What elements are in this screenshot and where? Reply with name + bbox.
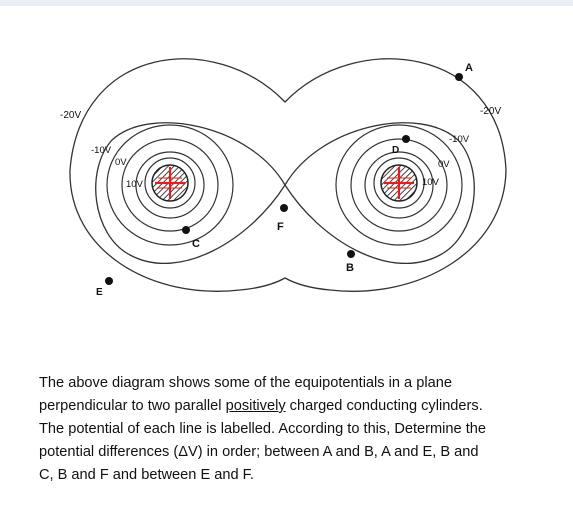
question-line-3: The potential of each line is labelled. …	[39, 421, 486, 437]
left-plus-icon	[155, 167, 185, 199]
right-ring-0v	[350, 138, 448, 232]
left-ring-10v	[135, 151, 205, 219]
left-cylinder-group	[106, 124, 234, 246]
top-strip	[0, 0, 573, 6]
right-ring-minus10v	[335, 124, 463, 246]
point-a-label: A	[465, 62, 473, 74]
label-zero-right: 0V	[438, 159, 450, 170]
point-b: B	[346, 250, 355, 274]
label-zero-left: 0V	[115, 157, 127, 168]
label-outer-left: -20V	[60, 110, 81, 121]
equipotential-diagram: -20V -20V -10V -10V 0V 0V 10V 10V A D C …	[60, 58, 507, 298]
right-plus-icon	[384, 167, 414, 199]
left-ring-0v	[121, 138, 219, 232]
point-b-label: B	[346, 262, 354, 274]
right-cylinder-group	[335, 124, 463, 246]
question-line-4: potential differences (ΔV) in order; bet…	[39, 444, 479, 460]
label-inner-right: 10V	[422, 177, 440, 188]
equipotential-minus20v	[69, 58, 507, 292]
question-line-2a: perpendicular to two parallel	[39, 398, 226, 414]
question-line-5: C, B and F and between E and F.	[39, 467, 254, 483]
question-line-1: The above diagram shows some of the equi…	[39, 375, 452, 391]
point-d: D	[392, 135, 410, 156]
equipotential-figure-eight	[95, 122, 475, 265]
point-f-label: F	[277, 221, 284, 233]
question-text: The above diagram shows some of the equi…	[39, 372, 554, 487]
label-mid-right: -10V	[449, 134, 470, 145]
point-c-label: C	[192, 238, 200, 250]
label-mid-left: -10V	[91, 145, 112, 156]
point-d-label: D	[392, 145, 399, 156]
point-c: C	[182, 226, 200, 250]
point-e-label: E	[96, 287, 103, 298]
point-a: A	[455, 62, 473, 81]
question-underlined-word: positively	[225, 398, 286, 414]
left-cylinder-outline	[144, 157, 196, 209]
right-ring-10v	[364, 151, 434, 219]
label-inner-left: 10V	[126, 179, 144, 190]
question-line-2b: charged conducting cylinders.	[285, 398, 483, 414]
right-cylinder-outline	[373, 157, 425, 209]
label-outer-right: -20V	[480, 106, 501, 117]
point-e: E	[96, 277, 113, 298]
left-ring-minus10v	[106, 124, 234, 246]
point-f: F	[277, 204, 288, 233]
